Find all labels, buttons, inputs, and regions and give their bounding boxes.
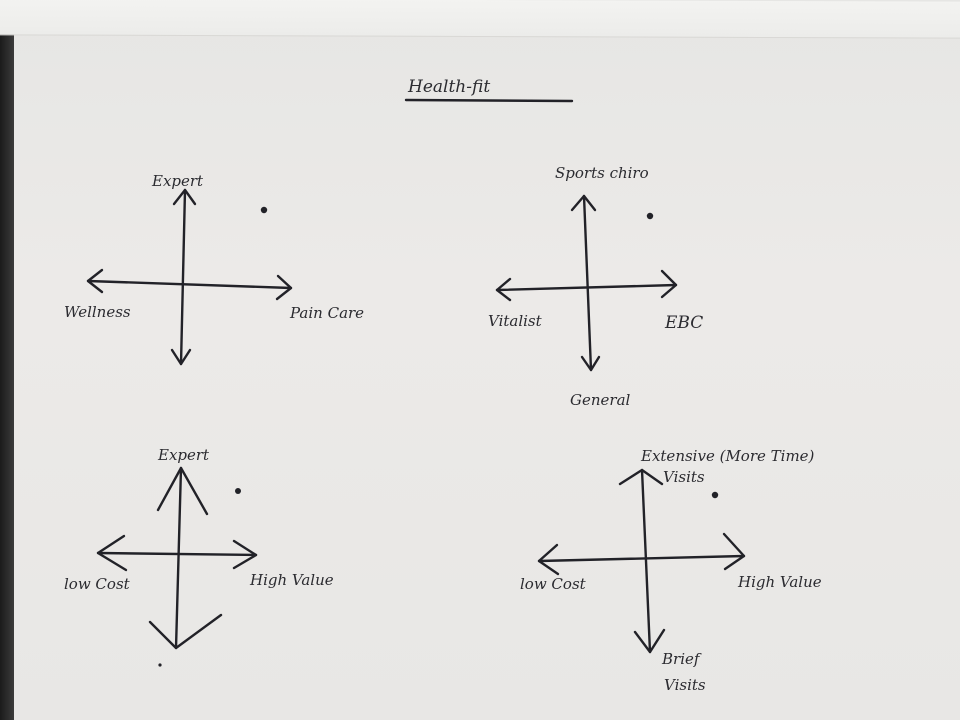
q3-position-dot (235, 488, 241, 494)
q1-left-label: Wellness (64, 303, 131, 321)
q2-horizontal-axis (495, 283, 678, 292)
q1-left-arrow (86, 268, 104, 294)
q3-down-arrow (148, 613, 223, 650)
q4-bottom-label-line1: Brief (661, 650, 702, 668)
q3-right-arrow (232, 539, 258, 570)
q4-right-label: High Value (737, 573, 822, 591)
quadrant-4: Extensive (More Time) Visits low Cost Hi… (520, 447, 822, 694)
q2-up-arrow (570, 194, 597, 212)
q2-top-label: Sports chiro (555, 164, 649, 182)
q2-left-arrow (495, 277, 512, 302)
q1-up-arrow (172, 188, 197, 206)
q3-up-arrow (156, 466, 209, 516)
q3-vertical-axis (174, 466, 183, 650)
q4-left-label: low Cost (520, 575, 587, 593)
q2-left-label: Vitalist (488, 312, 543, 330)
q2-right-label: EBC (664, 313, 703, 333)
q2-position-dot (646, 212, 654, 220)
q4-horizontal-axis (537, 554, 746, 563)
q1-down-arrow (170, 348, 192, 366)
q4-down-arrow (633, 628, 666, 654)
q4-left-arrow (537, 543, 560, 576)
q4-up-arrow (618, 468, 664, 486)
q4-vertical-axis (640, 468, 652, 654)
q4-top-label-line1: Extensive (More Time) (640, 447, 815, 465)
q4-top-label-line2: Visits (663, 468, 705, 486)
title-underline (404, 98, 574, 103)
q1-vertical-axis (179, 188, 187, 366)
q1-right-label: Pain Care (289, 304, 364, 322)
quadrant-3: Expert low Cost High Value (64, 446, 334, 667)
diagram-title: Health-fit (407, 77, 490, 97)
q4-position-dot (711, 491, 719, 499)
q3-horizontal-axis (96, 551, 258, 557)
q3-left-arrow (96, 534, 128, 572)
q2-right-arrow (660, 269, 678, 299)
q1-right-arrow (275, 274, 293, 301)
q3-left-label: low Cost (64, 575, 131, 593)
q3-right-label: High Value (249, 571, 334, 589)
quadrant-1: Expert Wellness Pain Care (64, 172, 364, 366)
q3-stray-mark (158, 663, 162, 667)
q4-bottom-label-line2: Visits (664, 676, 706, 694)
q1-horizontal-axis (86, 279, 293, 290)
q2-vertical-axis (582, 194, 593, 372)
q3-top-label: Expert (157, 446, 210, 464)
desk-shadow (0, 0, 14, 720)
q1-top-label: Expert (151, 172, 204, 190)
quadrant-2: Sports chiro Vitalist EBC General (488, 164, 703, 409)
q4-right-arrow (722, 532, 746, 571)
q1-position-dot (260, 206, 268, 214)
q2-down-arrow (580, 355, 601, 372)
paper-sheet (14, 0, 960, 720)
q2-bottom-label: General (570, 391, 631, 409)
